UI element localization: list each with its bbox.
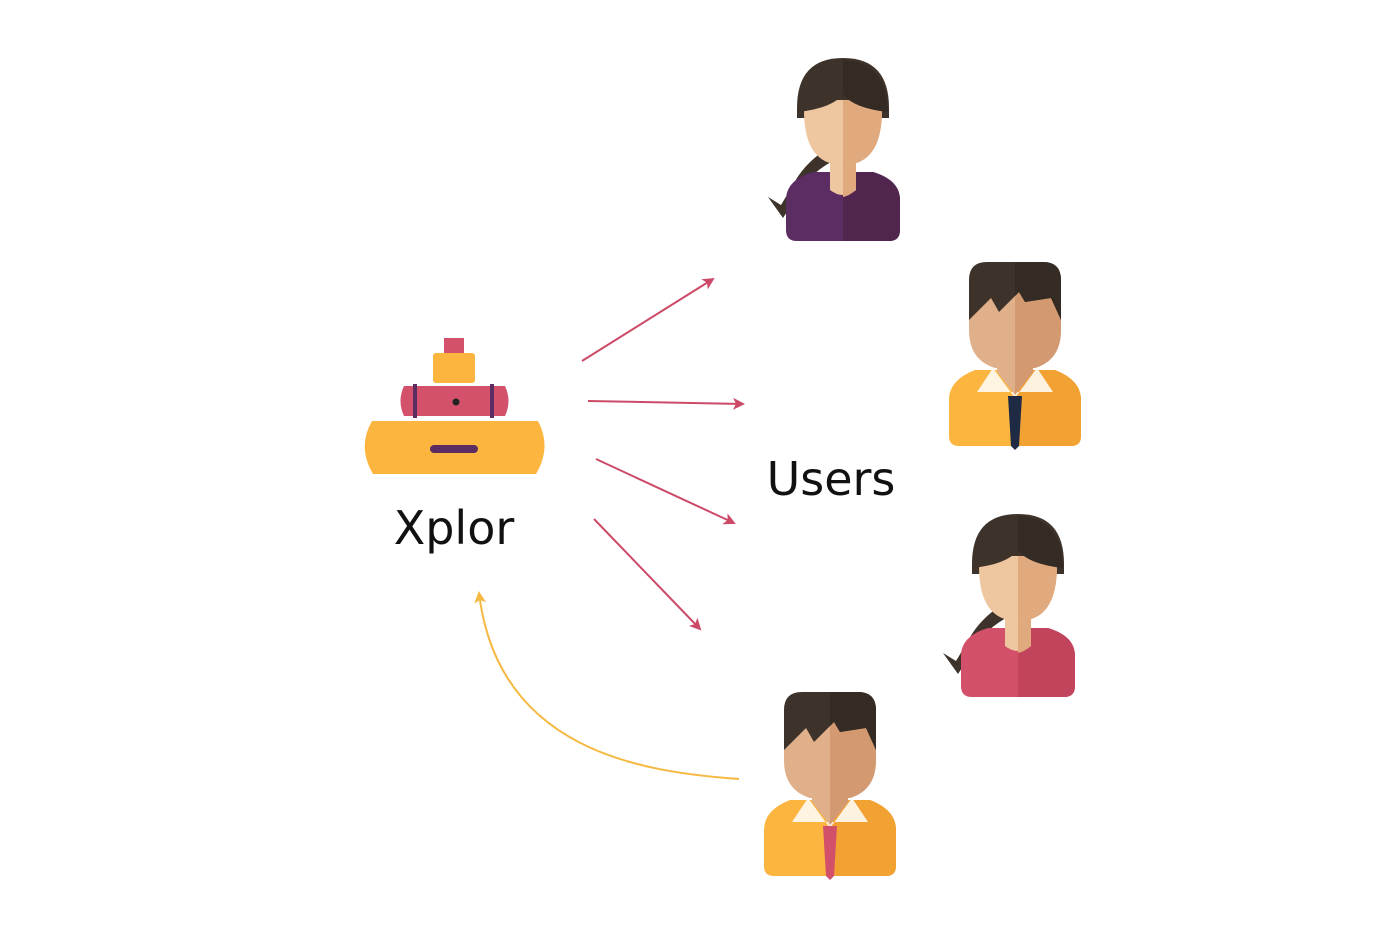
male-user-icon [949,262,1081,450]
arrow-to-user-2 [587,397,745,410]
female-user-icon [768,58,900,241]
arrow-to-user-4 [593,518,702,631]
source-label: Xplor [394,501,515,555]
arrow-to-user-1 [581,277,715,362]
outgoing-arrows [581,277,745,631]
male-user-icon [764,692,896,880]
arrow-to-user-3 [595,458,736,525]
return-arrow [474,591,740,780]
target-label: Users [767,452,896,506]
xplor-device-icon [364,338,545,474]
female-user-icon [943,514,1075,697]
